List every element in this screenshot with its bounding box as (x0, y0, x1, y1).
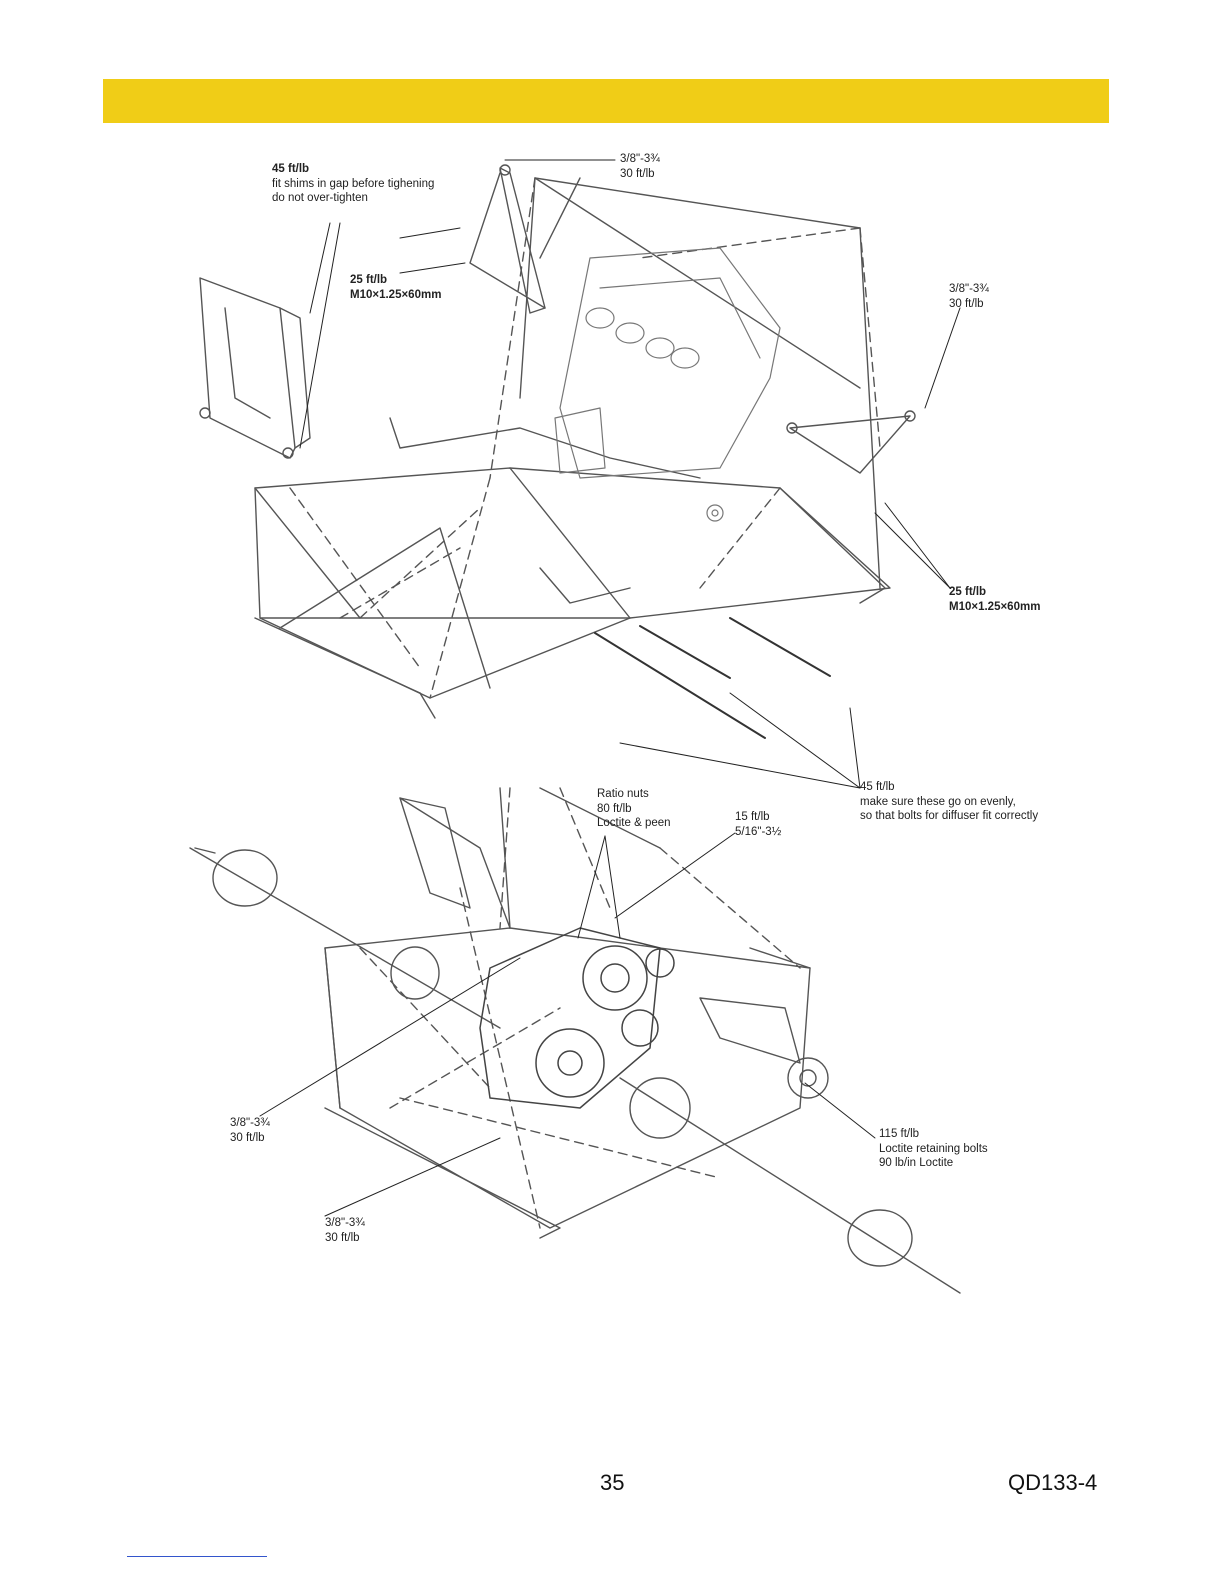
assembly-drawing (189, 159, 961, 1294)
callout-ratio-nuts: Ratio nuts 80 ft/lb Loctite & peen (597, 787, 671, 831)
document-code: QD133-4 (1008, 1470, 1098, 1495)
callout-line: 3/8"-3¾ (949, 283, 989, 295)
callout-left-upper-bolt: 3/8"-3¾ 30 ft/lb (230, 1116, 270, 1145)
callout-mid-left-bolts: 25 ft/lb M10×1.25×60mm (350, 273, 441, 302)
callout-left-lower-bolt: 3/8"-3¾ 30 ft/lb (325, 1216, 365, 1245)
right-wishbone (786, 410, 916, 474)
top-chassis-frame (254, 177, 891, 719)
callout-line: make sure these go on evenly, (860, 795, 1016, 808)
callout-line: 90 lb/in Loctite (879, 1157, 954, 1169)
callout-line: 80 ft/lb (597, 802, 632, 815)
page-number: 35 (600, 1470, 625, 1495)
bottom-chassis-frame (324, 787, 811, 1239)
callout-line: 5/16"-3½ (735, 825, 782, 838)
callout-line: 3/8"-3¾ (230, 1117, 270, 1129)
footer-rule (127, 1556, 267, 1557)
callout-shims-torque: 45 ft/lb fit shims in gap before tigheni… (272, 162, 434, 206)
callout-line: 25 ft/lb (350, 274, 388, 286)
callout-line: 30 ft/lb (949, 297, 984, 310)
callout-line: Loctite & peen (597, 817, 671, 829)
left-driveshaft (189, 847, 501, 1029)
callout-rocker-bolt: 3/8"-3¾ 30 ft/lb (620, 152, 660, 181)
callout-line: 30 ft/lb (325, 1231, 360, 1244)
callout-right-bolts: 25 ft/lb M10×1.25×60mm (949, 585, 1040, 614)
top-frame-dashed (289, 177, 881, 699)
top-rocker-bracket (469, 164, 546, 314)
callout-line: 45 ft/lb (272, 163, 310, 175)
bottom-frame-dashed (359, 787, 801, 1229)
assembly-diagram: 45 ft/lb fit shims in gap before tigheni… (160, 148, 1055, 1303)
bottom-brackets (399, 797, 801, 1064)
callout-line: 45 ft/lb (860, 781, 895, 793)
leader-lines (259, 159, 961, 1217)
callout-line: M10×1.25×60mm (350, 288, 442, 301)
callout-line: M10×1.25×60mm (949, 600, 1041, 613)
callout-line: so that bolts for diffuser fit correctly (860, 810, 1039, 822)
callout-wishbone-bolt: 3/8"-3¾ 30 ft/lb (949, 282, 989, 311)
callout-hub-bolts: 115 ft/lb Loctite retaining bolts 90 lb/… (879, 1127, 988, 1171)
tie-rods (594, 617, 831, 739)
callout-line: 3/8"-3¾ (620, 153, 660, 165)
header-bar (103, 79, 1109, 123)
callout-line: fit shims in gap before tighening (272, 177, 435, 190)
callout-line: 30 ft/lb (620, 167, 655, 180)
callout-line: 115 ft/lb (879, 1128, 920, 1140)
callout-line: 3/8"-3¾ (325, 1217, 365, 1229)
callout-line: 25 ft/lb (949, 586, 987, 598)
right-driveshaft (619, 1077, 961, 1294)
engine-block (554, 247, 781, 522)
hub-flange (787, 1057, 829, 1099)
callout-line: 30 ft/lb (230, 1131, 265, 1144)
callout-small-bolt: 15 ft/lb 5/16"-3½ (735, 810, 781, 839)
callout-tie-rods: 45 ft/lb make sure these go on evenly, s… (860, 780, 1038, 824)
gearbox-housing (479, 927, 675, 1109)
callout-line: Loctite retaining bolts (879, 1142, 988, 1155)
callout-line: Ratio nuts (597, 788, 649, 800)
left-upright-bracket (199, 277, 311, 459)
callout-line: do not over-tighten (272, 192, 368, 204)
callout-line: 15 ft/lb (735, 811, 770, 823)
